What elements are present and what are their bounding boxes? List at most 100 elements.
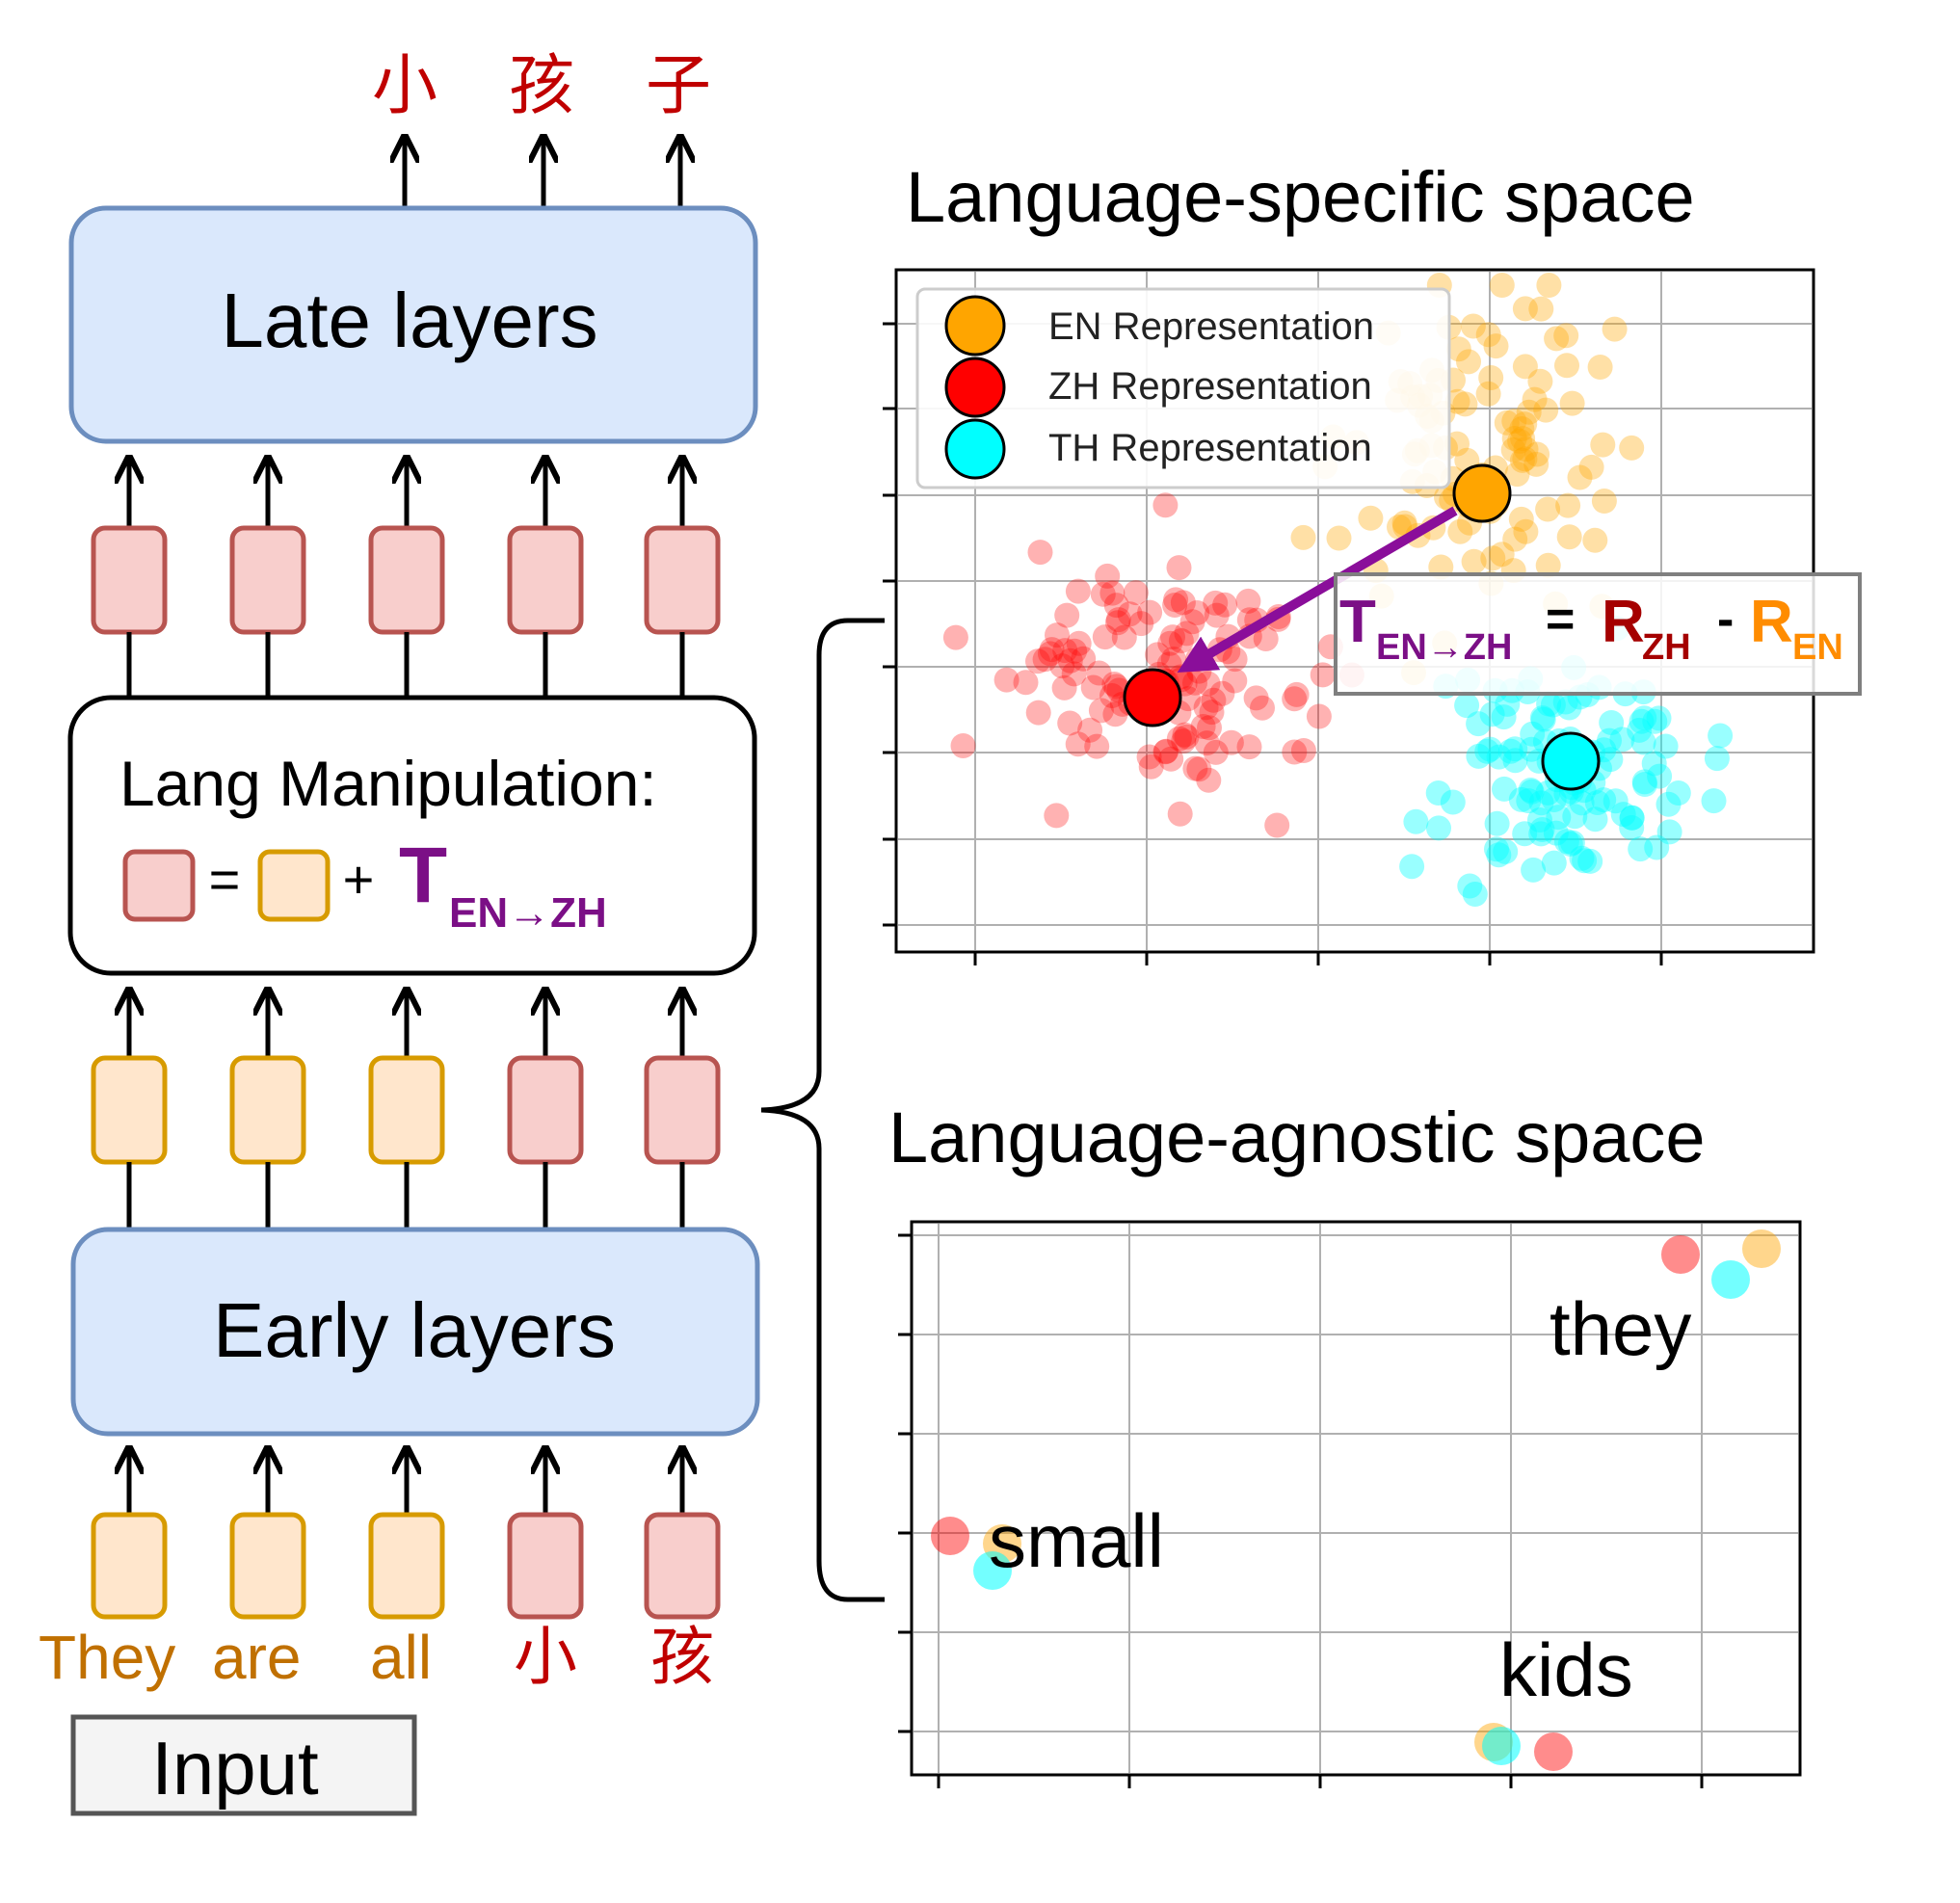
scatter-point [1462,882,1488,907]
scatter-point [1166,555,1192,581]
scatter-point [1641,751,1667,777]
manip-T-subscript: EN→ZH [449,889,607,937]
input-word-1: They [39,1623,175,1692]
scatter-point [1306,703,1332,729]
token-box-zh [91,525,168,635]
scatter-point [1529,817,1555,842]
scatter-point [1546,805,1572,831]
scatter-point [1174,724,1200,750]
legend-frame [915,287,1451,489]
scatter-point [1049,653,1075,679]
scatter-point [1184,600,1210,625]
early-input-arrows [129,1451,682,1515]
specific-legend: EN Representation ZH Representation TH R… [915,287,1451,489]
scatter-point [1057,710,1083,736]
scatter-point [1502,526,1528,552]
scatter-point [1590,432,1616,458]
small-th-point [973,1551,1012,1590]
scatter-point [1540,692,1566,718]
input-tokens [91,1512,721,1620]
scatter-point [1535,552,1561,578]
late-layers-label: Late layers [221,278,597,363]
scatter-point [1310,662,1336,688]
scatter-point [1199,700,1225,726]
scatter-point [1153,738,1179,764]
scatter-point [1708,723,1734,749]
scatter-point [1535,496,1561,522]
scatter-point [1250,695,1275,721]
input-label: Input [151,1726,319,1810]
formula-T: T [1339,589,1376,655]
scatter-point [1290,524,1316,550]
scatter-point [993,667,1020,693]
small-zh-point [931,1517,969,1555]
scatter-point [1653,733,1679,759]
scatter-point [1086,660,1112,686]
scatter-point [1475,322,1501,348]
token-box-en [91,1512,168,1620]
formula-R-zh: R [1602,589,1645,655]
scatter-point [1092,624,1118,650]
scatter-point [1104,610,1130,636]
scatter-point [1510,426,1536,452]
scatter-point [1536,273,1562,298]
scatter-point [1162,593,1188,618]
scatter-point [1483,333,1509,359]
scatter-point [1090,581,1116,607]
input-label-box [70,1714,417,1816]
word-kids: kids [1499,1627,1633,1712]
scatter-point [1533,397,1559,423]
scatter-point [1176,686,1201,712]
output-arrows [405,140,680,208]
formula-R-en-subscript: EN [1792,627,1843,668]
scatter-point [1642,708,1668,734]
scatter-point [1512,354,1538,380]
scatter-point [1460,313,1486,339]
scatter-point [1138,753,1164,780]
scatter-point [1655,791,1682,817]
they-th-point [1711,1260,1750,1299]
scatter-point [1567,464,1593,490]
scatter-point [1701,788,1727,814]
scatter-point [1065,731,1091,757]
token-box-zh [644,525,721,635]
manip-zh-token [122,849,196,922]
scatter-point [1554,353,1579,379]
scatter-point [1057,648,1083,674]
token-box-en [229,1512,306,1620]
scatter-point [1528,821,1554,847]
curly-brace [760,618,885,1602]
agnostic-plot-grid [898,1224,1798,1788]
scatter-point [1587,355,1613,380]
scatter-point [1123,580,1149,606]
scatter-point [1502,748,1528,774]
scatter-point [1493,838,1519,864]
scatter-point [1103,593,1129,619]
scatter-point [1117,601,1143,627]
scatter-point [1523,451,1549,477]
scatter-point [1440,789,1466,815]
token-box-en [368,1512,445,1620]
scatter-point [1513,436,1539,463]
scatter-point [1052,638,1078,664]
scatter-point [1167,801,1193,827]
legend-th-label: TH Representation [1048,427,1372,469]
scatter-point [1521,857,1547,883]
scatter-point [1477,736,1503,762]
scatter-point [1152,492,1179,518]
formula-T-subscript: EN→ZH [1376,627,1512,668]
scatter-point [1646,705,1672,731]
scatter-point [1582,527,1608,553]
legend-en-label: EN Representation [1048,305,1374,348]
token-box-zh [644,1512,721,1620]
scatter-point [1071,646,1097,672]
token-box-zh [229,525,306,635]
scatter-point [1512,296,1538,322]
scatter-point [1501,426,1527,451]
scatter-point [1204,602,1230,628]
scatter-point [1182,755,1208,781]
scatter-point [1157,630,1183,656]
scatter-point [1502,736,1528,762]
scatter-point [1536,691,1562,717]
scatter-point [1466,743,1492,769]
